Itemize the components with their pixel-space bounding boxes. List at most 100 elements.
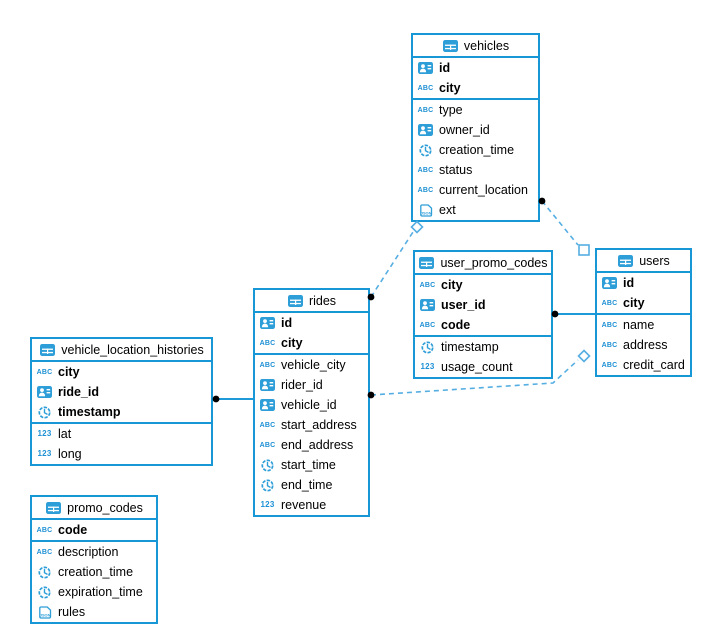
datetime-type-icon: [419, 340, 436, 354]
string-type-icon: ABC: [36, 368, 53, 376]
table-header[interactable]: promo_codes: [32, 497, 156, 520]
table-header[interactable]: vehicle_location_histories: [32, 339, 211, 362]
json-type-icon: JSON: [36, 605, 53, 619]
field-row-owner_id[interactable]: owner_id: [413, 120, 538, 140]
field-name: timestamp: [441, 340, 499, 354]
field-row-city[interactable]: ABC city: [255, 333, 368, 353]
pk-section-divider: [413, 98, 538, 100]
json-type-icon: JSON: [417, 203, 434, 217]
field-row-vehicle_id[interactable]: vehicle_id: [255, 395, 368, 415]
field-row-creation_time[interactable]: creation_time: [32, 562, 156, 582]
field-name: expiration_time: [58, 585, 143, 599]
field-row-usage_count[interactable]: 123 usage_count: [415, 357, 551, 377]
field-row-end_time[interactable]: end_time: [255, 475, 368, 495]
field-row-timestamp[interactable]: timestamp: [32, 402, 211, 422]
table-title: users: [639, 253, 670, 268]
number-type-icon: 123: [37, 429, 52, 438]
field-row-rider_id[interactable]: rider_id: [255, 375, 368, 395]
id-type-icon: [259, 317, 276, 329]
connection-vehicle_location_histories-rides: [212, 395, 253, 403]
string-type-icon: ABC: [259, 421, 276, 429]
field-name: ride_id: [58, 385, 99, 399]
field-row-expiration_time[interactable]: expiration_time: [32, 582, 156, 602]
string-type-icon: ABC: [417, 166, 434, 174]
id-type-icon: [601, 277, 618, 289]
table-icon: [39, 343, 56, 356]
field-row-id[interactable]: id: [413, 58, 538, 78]
field-name: city: [281, 336, 303, 350]
table-icon: [45, 501, 62, 514]
datetime-type-icon: [259, 478, 276, 492]
cardinality-square: [578, 244, 590, 256]
field-name: current_location: [439, 183, 528, 197]
field-name: start_address: [281, 418, 357, 432]
field-row-timestamp[interactable]: timestamp: [415, 337, 551, 357]
field-row-id[interactable]: id: [597, 273, 690, 293]
connection-user_promo_codes-users: [551, 310, 595, 318]
number-type-icon: 123: [260, 500, 275, 509]
field-name: user_id: [441, 298, 486, 312]
field-name: rules: [58, 605, 86, 619]
field-name: lat: [58, 427, 72, 441]
table-header[interactable]: users: [597, 250, 690, 273]
cardinality-diamond: [410, 220, 424, 234]
field-name: long: [58, 447, 82, 461]
field-row-start_time[interactable]: start_time: [255, 455, 368, 475]
field-row-id[interactable]: id: [255, 313, 368, 333]
field-row-user_id[interactable]: user_id: [415, 295, 551, 315]
field-name: start_time: [281, 458, 336, 472]
field-row-ride_id[interactable]: ride_id: [32, 382, 211, 402]
string-type-icon: ABC: [36, 526, 53, 534]
field-name: id: [623, 276, 635, 290]
svg-text:JSON: JSON: [420, 210, 431, 215]
string-type-icon: ABC: [259, 339, 276, 347]
field-row-long[interactable]: 123 long: [32, 444, 211, 464]
table-header[interactable]: rides: [255, 290, 368, 313]
field-row-rules[interactable]: JSON rules: [32, 602, 156, 622]
table-header[interactable]: vehicles: [413, 35, 538, 58]
string-type-icon: ABC: [601, 361, 618, 369]
datetime-type-icon: [36, 405, 53, 419]
table-icon: [287, 294, 304, 307]
field-name: type: [439, 103, 463, 117]
number-type-icon: 123: [420, 362, 435, 371]
field-name: usage_count: [441, 360, 513, 374]
table-header[interactable]: user_promo_codes: [415, 252, 551, 275]
pk-section-divider: [32, 422, 211, 424]
svg-text:JSON: JSON: [39, 612, 50, 617]
number-type-icon: 123: [37, 449, 52, 458]
id-type-icon: [259, 379, 276, 391]
field-row-lat[interactable]: 123 lat: [32, 424, 211, 444]
field-row-start_address[interactable]: ABC start_address: [255, 415, 368, 435]
field-name: end_time: [281, 478, 333, 492]
field-row-creation_time[interactable]: creation_time: [413, 140, 538, 160]
table-icon: [617, 254, 634, 267]
table-title: vehicle_location_histories: [61, 342, 204, 357]
string-type-icon: ABC: [419, 321, 436, 329]
datetime-type-icon: [417, 143, 434, 157]
